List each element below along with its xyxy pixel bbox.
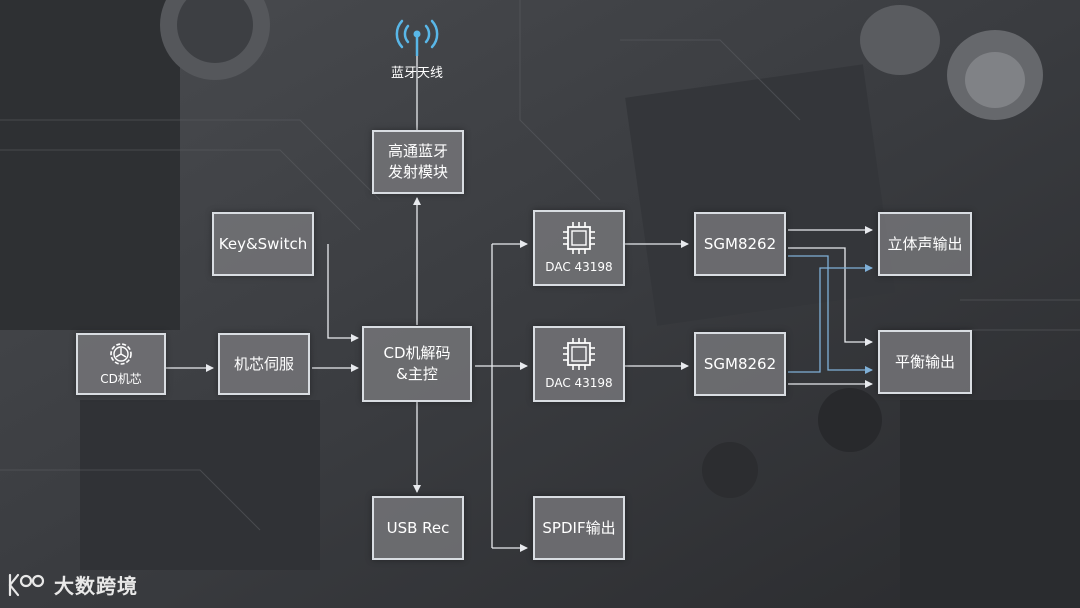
spdif-label: SPDIF输出 bbox=[542, 518, 616, 537]
decoder-line1: CD机解码 bbox=[383, 344, 451, 362]
bt-module-line2: 发射模块 bbox=[387, 163, 448, 181]
sgm1-label: SGM8262 bbox=[703, 234, 777, 253]
key-switch-label: Key&Switch bbox=[218, 234, 308, 253]
cd-core-label: CD机芯 bbox=[100, 371, 142, 386]
servo-label: 机芯伺服 bbox=[233, 354, 294, 373]
bt-module-line1: 高通蓝牙 bbox=[387, 142, 448, 160]
decoder-line2: &主控 bbox=[396, 365, 438, 383]
antenna-icon bbox=[395, 19, 439, 56]
brand-logo-icon bbox=[8, 573, 45, 596]
decoder-block: CD机解码 &主控 bbox=[362, 326, 472, 402]
sgm2-block: SGM8262 bbox=[694, 332, 786, 396]
stereo-out-label: 立体声输出 bbox=[887, 234, 963, 253]
brand-logo: 大数跨境 bbox=[6, 570, 138, 599]
sgm2-label: SGM8262 bbox=[703, 354, 777, 373]
stereo-out-block: 立体声输出 bbox=[878, 212, 972, 276]
chip-icon bbox=[563, 221, 595, 254]
balanced-out-block: 平衡输出 bbox=[878, 330, 972, 394]
dac2-label: DAC 43198 bbox=[545, 375, 613, 390]
cd-core-block: CD机芯 bbox=[76, 333, 166, 395]
sgm1-block: SGM8262 bbox=[694, 212, 786, 276]
bt-module-block: 高通蓝牙 发射模块 bbox=[372, 130, 464, 194]
brand-logo-text: 大数跨境 bbox=[54, 574, 138, 598]
dac1-block: DAC 43198 bbox=[533, 210, 625, 286]
servo-block: 机芯伺服 bbox=[218, 333, 310, 395]
key-switch-block: Key&Switch bbox=[212, 212, 314, 276]
antenna-label: 蓝牙天线 bbox=[390, 66, 443, 81]
usb-label: USB Rec bbox=[386, 518, 450, 537]
usb-block: USB Rec bbox=[372, 496, 464, 560]
balanced-out-label: 平衡输出 bbox=[894, 352, 955, 371]
dac2-block: DAC 43198 bbox=[533, 326, 625, 402]
gear-icon bbox=[110, 342, 132, 365]
spdif-block: SPDIF输出 bbox=[533, 496, 625, 560]
chip-icon bbox=[563, 337, 595, 370]
dac1-label: DAC 43198 bbox=[545, 259, 613, 274]
